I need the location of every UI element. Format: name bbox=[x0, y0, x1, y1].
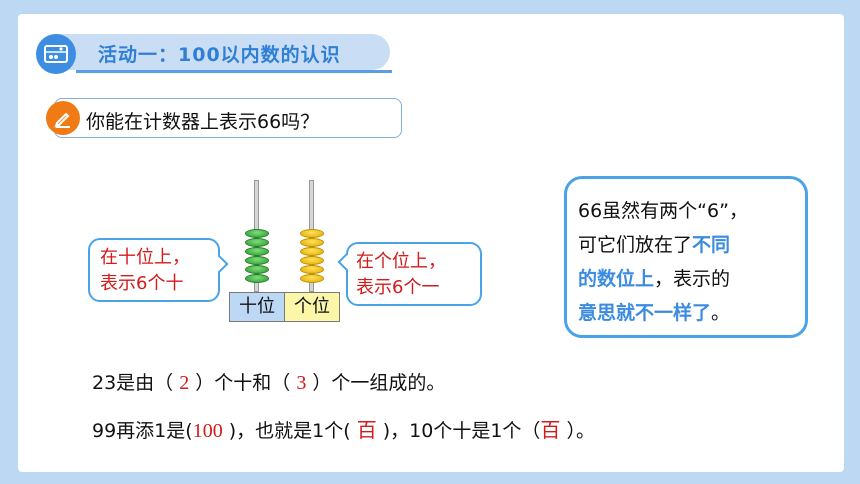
tens-callout-line2: 表示6个十 bbox=[100, 273, 184, 294]
sentence-text: )，也就是1个( bbox=[222, 420, 357, 442]
answer-hundreds-unit-2: 百 bbox=[540, 420, 561, 442]
header-underline bbox=[76, 70, 392, 73]
ones-callout bbox=[346, 242, 482, 306]
tens-bead bbox=[245, 247, 269, 256]
tens-place-label: 十位 bbox=[229, 292, 285, 322]
sentence-text: 23是由（ bbox=[92, 372, 180, 394]
tens-bead bbox=[245, 265, 269, 274]
ones-callout-line1: 在个位上， bbox=[356, 251, 446, 272]
tens-bead bbox=[245, 274, 269, 283]
pencil-icon bbox=[46, 101, 80, 135]
sentence-1: 23是由（ 2 ）个十和（ 3 ）个一组成的。 bbox=[92, 368, 445, 395]
sentence-text: ）个十和（ bbox=[189, 372, 297, 394]
question-text: 你能在计数器上表示66吗？ bbox=[86, 111, 320, 133]
abacus-icon bbox=[36, 34, 76, 74]
tens-callout bbox=[88, 238, 220, 302]
explanation-highlight: 的数位上 bbox=[578, 268, 655, 290]
explanation-text: 可它们放在了 bbox=[578, 234, 693, 256]
ones-bead bbox=[300, 247, 324, 256]
section-title: 活动一：100以内数的认识 bbox=[98, 44, 341, 66]
answer-tens: 2 bbox=[179, 372, 190, 394]
sentence-text: ）个一组成的。 bbox=[306, 372, 446, 394]
sentence-text: )，10个十是1个（ bbox=[376, 420, 541, 442]
tens-bead bbox=[245, 229, 269, 238]
explanation-line2: 可它们放在了不同 bbox=[578, 230, 730, 257]
explanation-text: ，表示的 bbox=[654, 268, 731, 290]
ones-place-label: 个位 bbox=[284, 292, 340, 322]
explanation-line1: 66虽然有两个“6”， bbox=[578, 200, 748, 222]
sentence-text: 99再添1是( bbox=[92, 420, 193, 442]
explanation-highlight: 意思就不一样了 bbox=[578, 302, 712, 324]
answer-hundred: 100 bbox=[192, 420, 223, 442]
tens-bead bbox=[245, 256, 269, 265]
ones-bead bbox=[300, 238, 324, 247]
explanation-text: 。 bbox=[711, 302, 731, 324]
answer-ones: 3 bbox=[296, 372, 307, 394]
tens-bead bbox=[245, 238, 269, 247]
explanation-line3: 的数位上，表示的 bbox=[578, 264, 730, 291]
answer-hundreds-unit: 百 bbox=[356, 420, 377, 442]
ones-bead bbox=[300, 265, 324, 274]
explanation-line4: 意思就不一样了。 bbox=[578, 298, 730, 325]
sentence-2: 99再添1是(100 )，也就是1个( 百 )，10个十是1个（百 ）。 bbox=[92, 414, 595, 443]
ones-bead bbox=[300, 256, 324, 265]
ones-bead bbox=[300, 229, 324, 238]
tens-callout-line1: 在十位上， bbox=[100, 247, 190, 268]
explanation-box bbox=[564, 176, 808, 338]
explanation-highlight: 不同 bbox=[692, 234, 731, 256]
header-pill bbox=[56, 34, 390, 70]
sentence-text: ）。 bbox=[560, 420, 595, 442]
ones-bead bbox=[300, 274, 324, 283]
ones-callout-line2: 表示6个一 bbox=[356, 277, 440, 298]
